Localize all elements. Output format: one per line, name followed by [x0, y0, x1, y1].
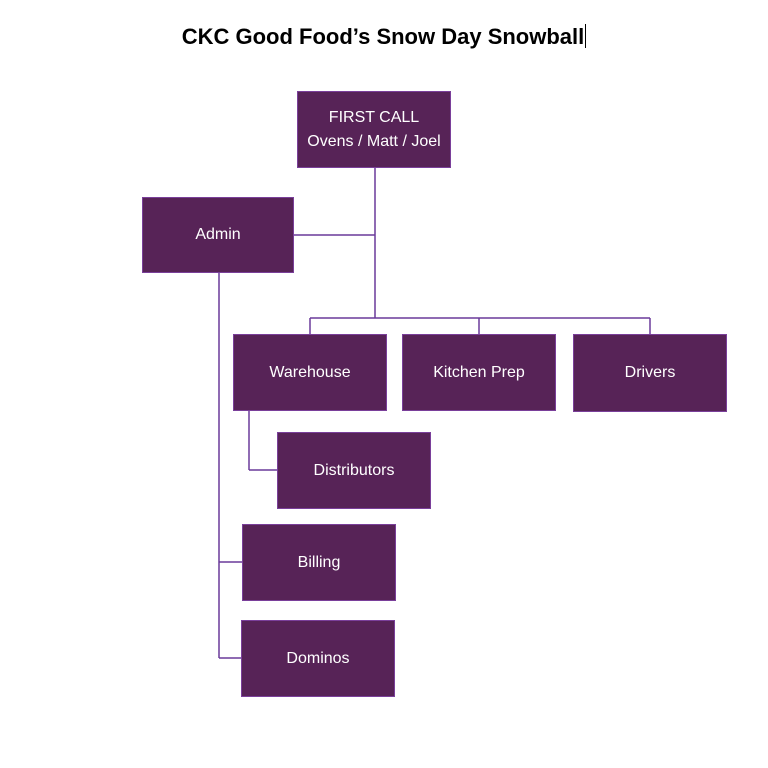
node-kitchen-prep: Kitchen Prep	[402, 334, 556, 411]
node-first-call: FIRST CALL Ovens / Matt / Joel	[297, 91, 451, 168]
node-billing: Billing	[242, 524, 396, 601]
node-warehouse-label: Warehouse	[269, 363, 351, 381]
node-dominos-label: Dominos	[286, 649, 350, 667]
text-cursor	[585, 24, 587, 48]
node-drivers: Drivers	[573, 334, 727, 412]
node-admin: Admin	[142, 197, 294, 273]
node-distributors-label: Distributors	[313, 461, 395, 479]
node-kitchen-prep-label: Kitchen Prep	[433, 363, 525, 381]
node-billing-label: Billing	[297, 553, 341, 571]
node-distributors: Distributors	[277, 432, 431, 509]
node-first-call-line2: Ovens / Matt / Joel	[307, 132, 441, 150]
node-admin-label: Admin	[195, 226, 241, 243]
node-first-call-line1: FIRST CALL	[328, 108, 420, 126]
node-drivers-label: Drivers	[624, 364, 676, 381]
chart-title: CKC Good Food’s Snow Day Snowball	[0, 24, 768, 50]
chart-title-text: CKC Good Food’s Snow Day Snowball	[181, 24, 585, 49]
node-dominos: Dominos	[241, 620, 395, 697]
node-warehouse: Warehouse	[233, 334, 387, 411]
